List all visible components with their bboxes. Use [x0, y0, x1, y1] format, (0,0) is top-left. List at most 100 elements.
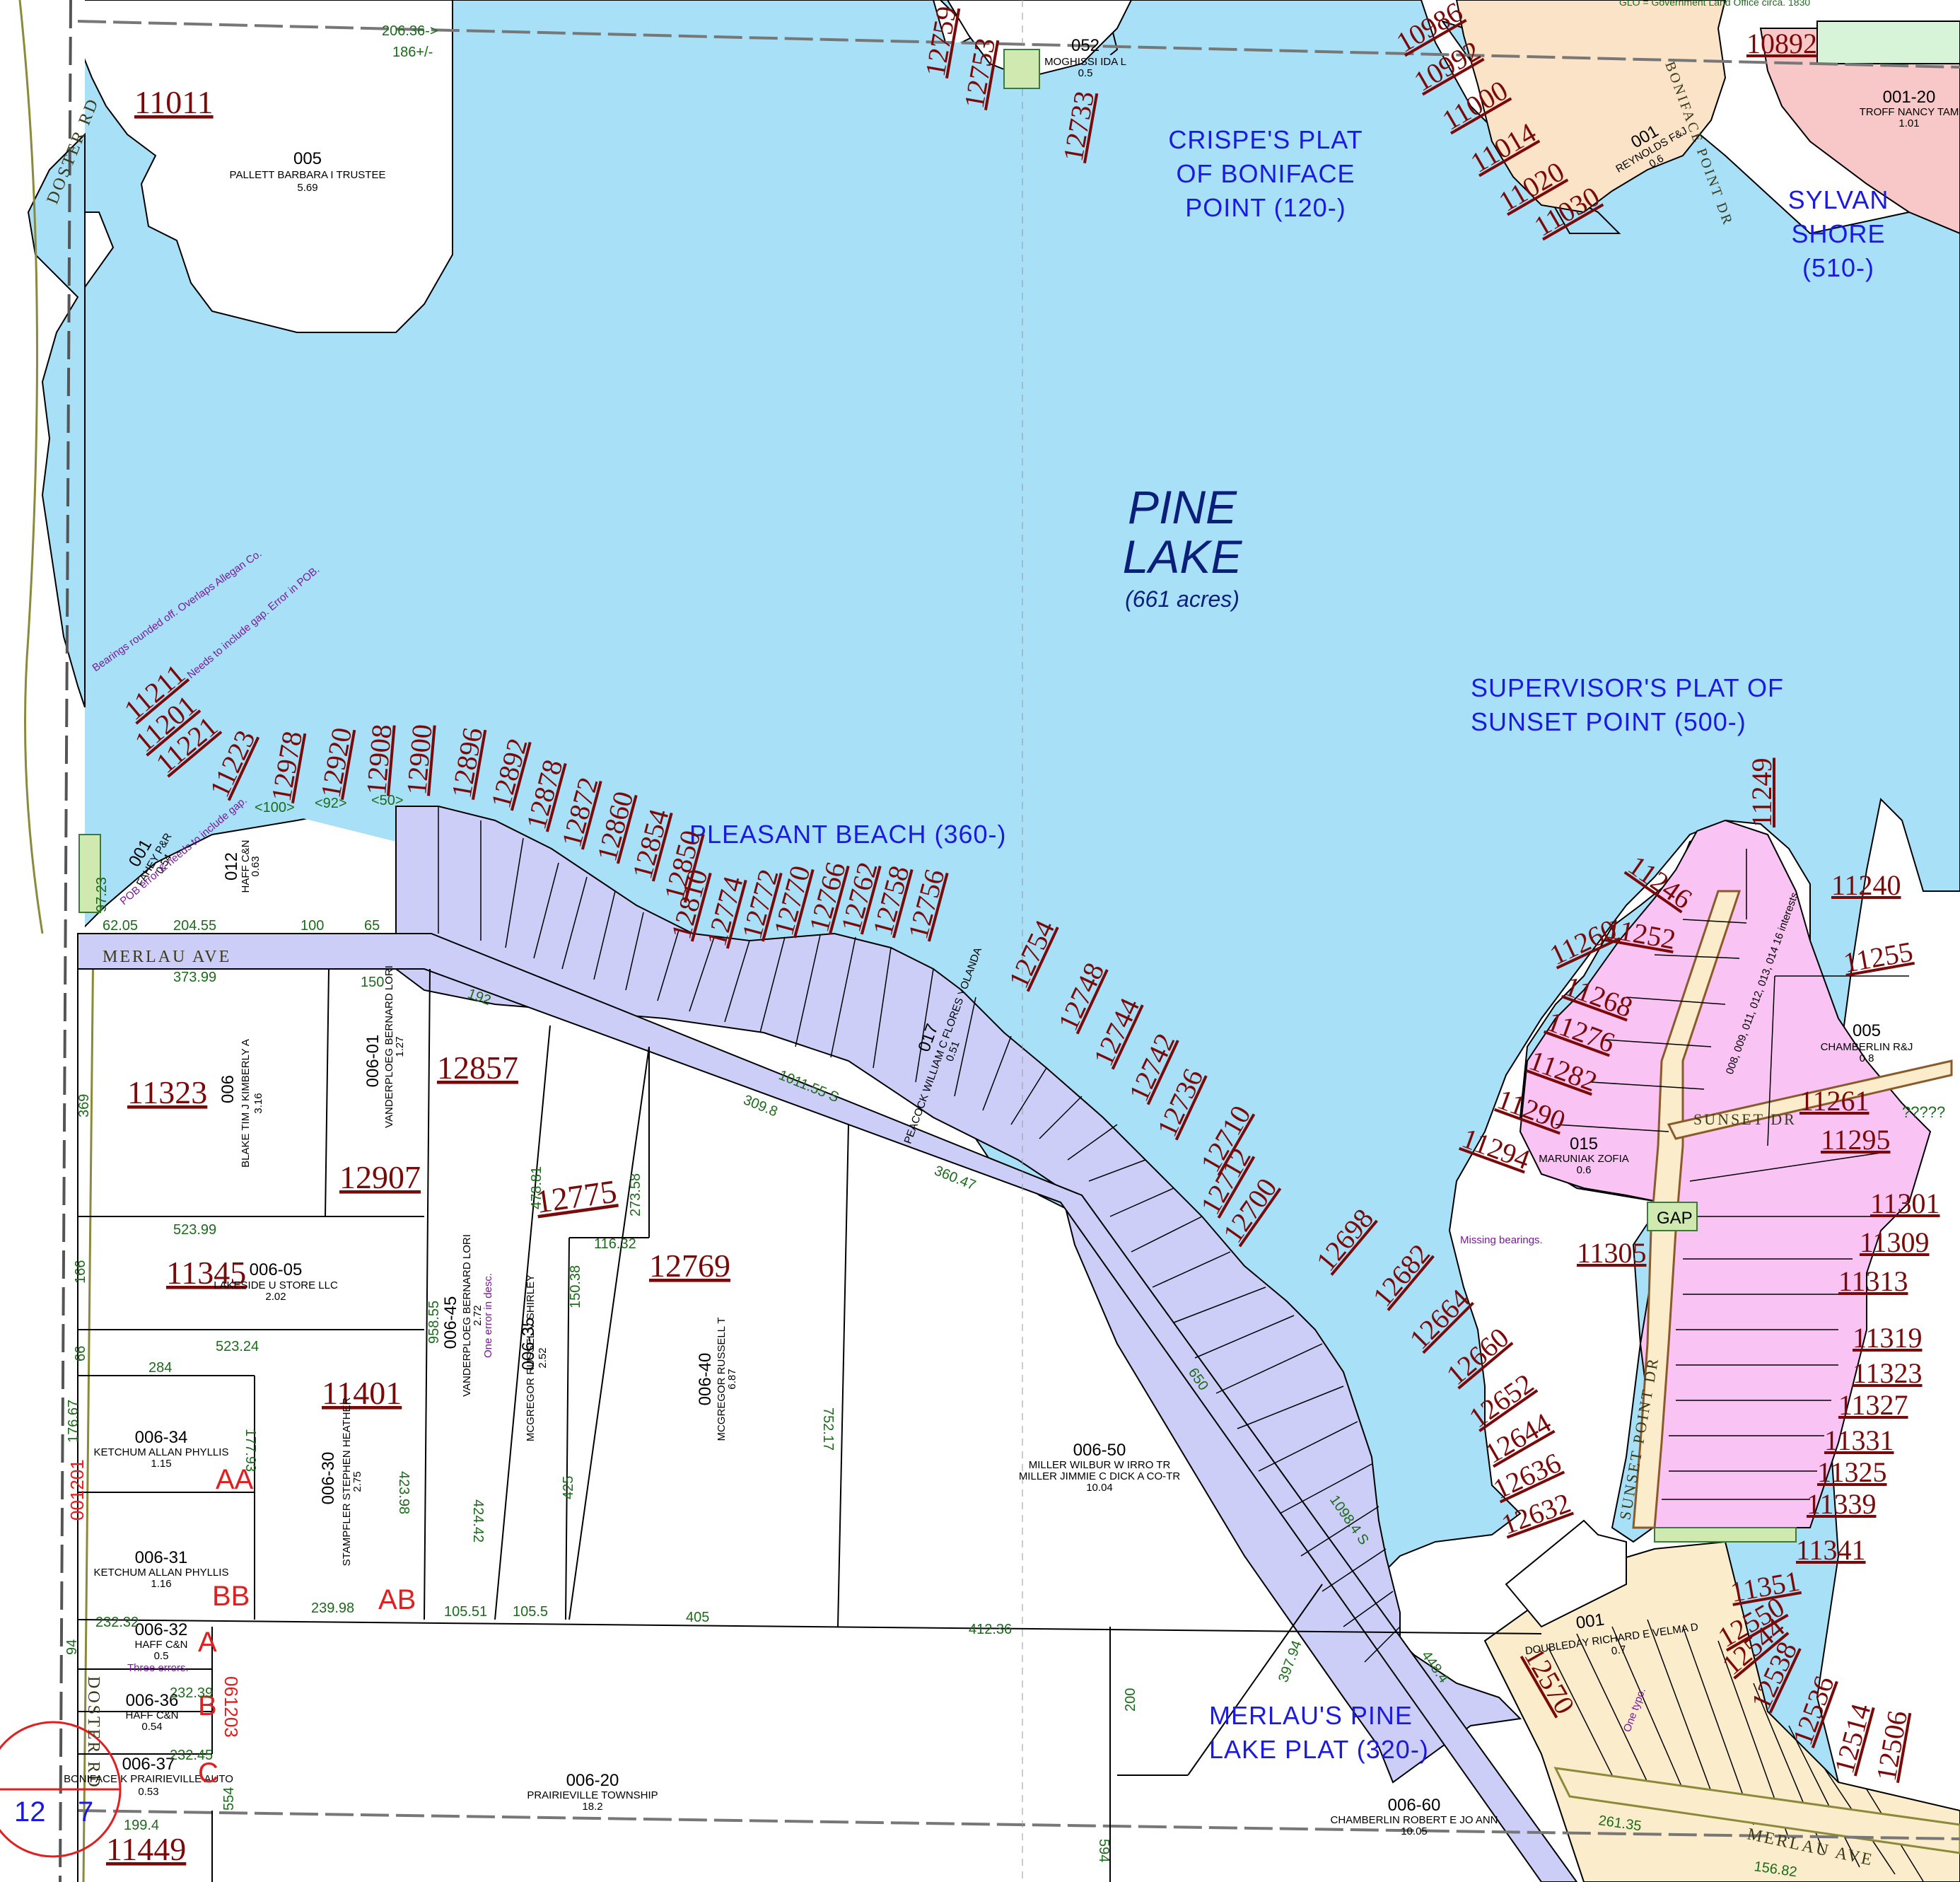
parcel-code: 006-60 — [1388, 1796, 1441, 1815]
doc-number: 11249 — [1746, 757, 1778, 827]
sunset-dr-label: SUNSET DR — [1693, 1110, 1797, 1128]
sylvan-top-strip — [1816, 21, 1960, 64]
dimension: 423.98 — [396, 1471, 412, 1514]
doc-number: 11301 — [1870, 1187, 1940, 1219]
parcel-owner: VANDERPLOEG BERNARD LORI — [383, 965, 395, 1128]
parcel-acres: 0.6 — [1577, 1164, 1592, 1176]
crispe-plat-line3: POINT (120-) — [1185, 193, 1346, 222]
doc-number: 11305 — [1577, 1237, 1647, 1269]
missing-bearings-note: Missing bearings. — [1460, 1234, 1543, 1246]
parcel-acres: 0.63 — [250, 856, 262, 876]
dimension: 105.51 — [444, 1604, 487, 1620]
parcel-006-65 — [1505, 1519, 1627, 1628]
parcel-acres: 0.53 — [138, 1786, 158, 1798]
parcel-acres: 2.75 — [351, 1471, 363, 1492]
parcel-acres: 3.16 — [252, 1093, 264, 1113]
doc-number: 11319 — [1853, 1322, 1923, 1354]
dimension: 273.58 — [628, 1173, 643, 1216]
parcel-acres: 0.7 — [1611, 1644, 1627, 1658]
doster-rd-label-south: DOSTER RD — [84, 1676, 103, 1789]
parcel-code: 005 — [293, 149, 322, 168]
label-aa: AA — [216, 1464, 254, 1495]
parcel-code: 006-50 — [1073, 1441, 1126, 1460]
dimension: 150.38 — [568, 1265, 583, 1308]
parcel-acres: 1.15 — [151, 1458, 171, 1470]
merlau-ave-label-west: MERLAU AVE — [103, 948, 231, 966]
parcel-code: 006-20 — [566, 1771, 619, 1790]
parcel-owner: KETCHUM ALLAN PHYLLIS — [94, 1567, 229, 1579]
parcel-acres: 10.05 — [1401, 1825, 1428, 1837]
doc-number: 11011 — [134, 84, 214, 120]
parcel-owner: MCGREGOR RUSSEL V SHIRLEY — [525, 1274, 537, 1441]
parcel-code: 006-36 — [126, 1691, 179, 1710]
parcel-acres: 0.54 — [141, 1721, 162, 1733]
parcel-owner: STAMPFLER STEPHEN HEATHER — [341, 1398, 353, 1567]
parcel-acres: 2.52 — [537, 1347, 549, 1368]
south-parcel-lines — [77, 968, 1542, 1882]
dimension: 478.81 — [529, 1166, 544, 1209]
doc-number: 11327 — [1838, 1389, 1908, 1421]
label-c: C — [198, 1758, 218, 1789]
parcel-acres: 0.5 — [154, 1650, 169, 1662]
dimension: 62.05 — [103, 918, 138, 934]
doc-number: 11325 — [1817, 1456, 1887, 1488]
pleasant-beach-plat — [395, 806, 1522, 1784]
parcel-owner: VANDERPLOEG BERNARD LORI — [461, 1234, 473, 1397]
dimension: 65 — [364, 918, 380, 934]
doc-number: 11295 — [1821, 1124, 1891, 1156]
parcel-acres: 1.16 — [151, 1578, 171, 1590]
doc-number: 11449 — [106, 1831, 186, 1867]
parcel-code: 006-35 — [519, 1318, 538, 1371]
parcel-code: 006-31 — [135, 1548, 188, 1567]
supervisor-plat-line2: SUNSET POINT (500-) — [1471, 707, 1746, 736]
gap-label: GAP — [1657, 1209, 1693, 1228]
parcel-acres: 1.01 — [1898, 117, 1919, 129]
doc-number: 11345 — [166, 1255, 246, 1291]
parcel-owner: HAFF C&N — [126, 1709, 179, 1721]
sylvan-shore-land — [1759, 28, 1960, 235]
glo-note: GLO = Government Land Office circa. 1830 — [1619, 0, 1810, 8]
dimension: 412.36 — [969, 1622, 1012, 1637]
supervisor-plat-line1: SUPERVISOR'S PLAT OF — [1471, 673, 1784, 702]
lake-bay — [283, 42, 1626, 1231]
doster-road-centerline — [59, 0, 72, 1882]
dimension: 176.67 — [66, 1400, 81, 1443]
dimension: 554 — [221, 1787, 237, 1811]
parcel-owner: CHAMBERLIN R&J — [1821, 1041, 1913, 1053]
doc-number: 12907 — [339, 1159, 421, 1195]
doc-number: 11240 — [1831, 869, 1901, 901]
label-bb: BB — [212, 1581, 250, 1612]
gap-hatch-north — [1003, 49, 1040, 89]
doc-number: 11401 — [322, 1375, 402, 1411]
section-line-south — [77, 1809, 1960, 1840]
dimension: <100> — [255, 800, 295, 815]
merlau-ave-road — [77, 933, 1578, 1882]
gap-hatch-south — [1654, 1527, 1797, 1543]
sunset-dr-road — [1667, 1059, 1953, 1140]
dimension: <92> — [315, 796, 347, 811]
parcel-acres: 5.69 — [297, 182, 317, 194]
parcel-owner: PRAIRIEVILLE TOWNSHIP — [527, 1789, 658, 1801]
gap-hatch-sunset — [1647, 1202, 1698, 1231]
dimension: 523.99 — [173, 1222, 216, 1238]
pallett-parcel-land — [77, 0, 453, 333]
lake-area: (661 acres) — [1125, 586, 1239, 612]
label-a: A — [198, 1627, 217, 1658]
dimension: 405 — [686, 1610, 709, 1625]
pleasant-beach-lot-lines — [395, 806, 1401, 1663]
section-number-12: 12 — [14, 1796, 46, 1828]
dimension: 369 — [76, 1094, 92, 1117]
dimension: 752.17 — [820, 1407, 836, 1451]
dimension: 424.42 — [470, 1499, 486, 1543]
parcel-acres: 6.87 — [726, 1369, 738, 1389]
dimension: 186+/- — [392, 45, 433, 60]
gap-hatch-west — [78, 834, 101, 913]
parcel-acres: 1.27 — [394, 1036, 406, 1057]
parcel-owner: CHAMBERLIN ROBERT E JO ANN — [1331, 1814, 1498, 1826]
dimension: 232.45 — [170, 1748, 213, 1763]
crispe-plat-line1: CRISPE'S PLAT — [1168, 125, 1363, 154]
parcel-code: 006-37 — [122, 1755, 175, 1774]
doc-number: 11339 — [1807, 1488, 1877, 1520]
question-marks: ????? — [1902, 1103, 1945, 1121]
doc-number: 11331 — [1824, 1424, 1894, 1456]
